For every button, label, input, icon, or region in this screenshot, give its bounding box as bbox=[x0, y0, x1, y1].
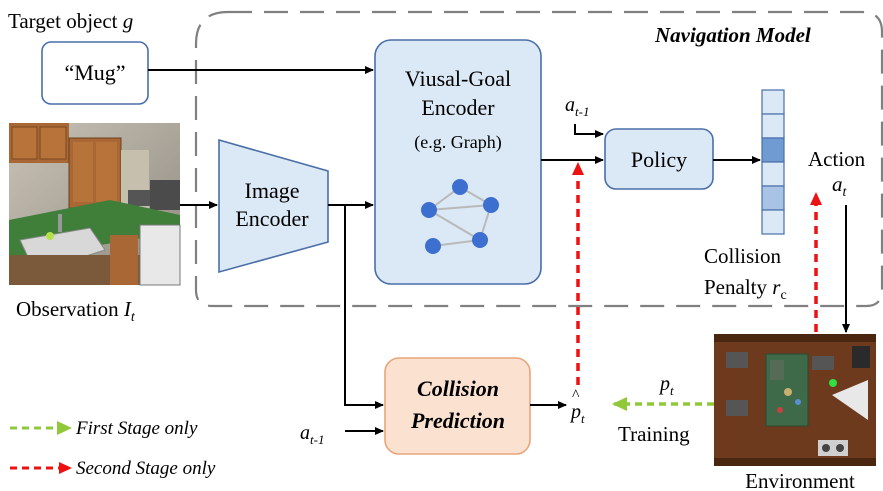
navigation-model-boundary bbox=[194, 10, 883, 308]
legend-second-stage: Second Stage only bbox=[76, 458, 216, 479]
arrows bbox=[148, 66, 850, 435]
target-object-label: Target object g bbox=[8, 9, 133, 33]
environment-image bbox=[714, 334, 876, 466]
action-vector bbox=[761, 89, 785, 235]
environment-label: Environment bbox=[745, 469, 855, 491]
p-hat-mark: ^ bbox=[572, 387, 580, 404]
visual-goal-line1: Viusal-Goal bbox=[405, 66, 511, 91]
training-label: Training bbox=[618, 422, 690, 446]
graph-icon bbox=[421, 179, 499, 254]
policy-label: Policy bbox=[631, 147, 687, 172]
visual-goal-encoder-box bbox=[374, 39, 542, 285]
p-hat-label: pt bbox=[569, 401, 585, 426]
image-encoder-line1: Image bbox=[245, 178, 300, 203]
penalty-label: Penalty rc bbox=[704, 275, 787, 303]
legend-first-stage: First Stage only bbox=[75, 418, 198, 439]
a-prev-label: at-1 bbox=[565, 94, 589, 119]
mug-label: “Mug” bbox=[64, 60, 125, 85]
visual-goal-line3: (e.g. Graph) bbox=[414, 132, 501, 153]
action-label: Action bbox=[808, 147, 866, 171]
action-var: at bbox=[832, 172, 848, 200]
collision-prediction-box bbox=[384, 357, 531, 455]
image-encoder-shape bbox=[218, 138, 329, 274]
observation-label: Observation It bbox=[16, 297, 136, 325]
navigation-model-title: Navigation Model bbox=[654, 23, 811, 47]
collision-prediction-line1: Collision bbox=[417, 376, 499, 401]
observation-image bbox=[9, 123, 181, 286]
mug-box bbox=[41, 41, 149, 105]
image-encoder-line2: Encoder bbox=[235, 206, 309, 231]
a-prev2-label: at-1 bbox=[300, 422, 324, 447]
collision-label: Collision bbox=[704, 244, 782, 268]
collision-prediction-line2: Prediction bbox=[410, 408, 505, 433]
visual-goal-line2: Encoder bbox=[421, 95, 495, 120]
p-label: pt bbox=[658, 373, 674, 398]
